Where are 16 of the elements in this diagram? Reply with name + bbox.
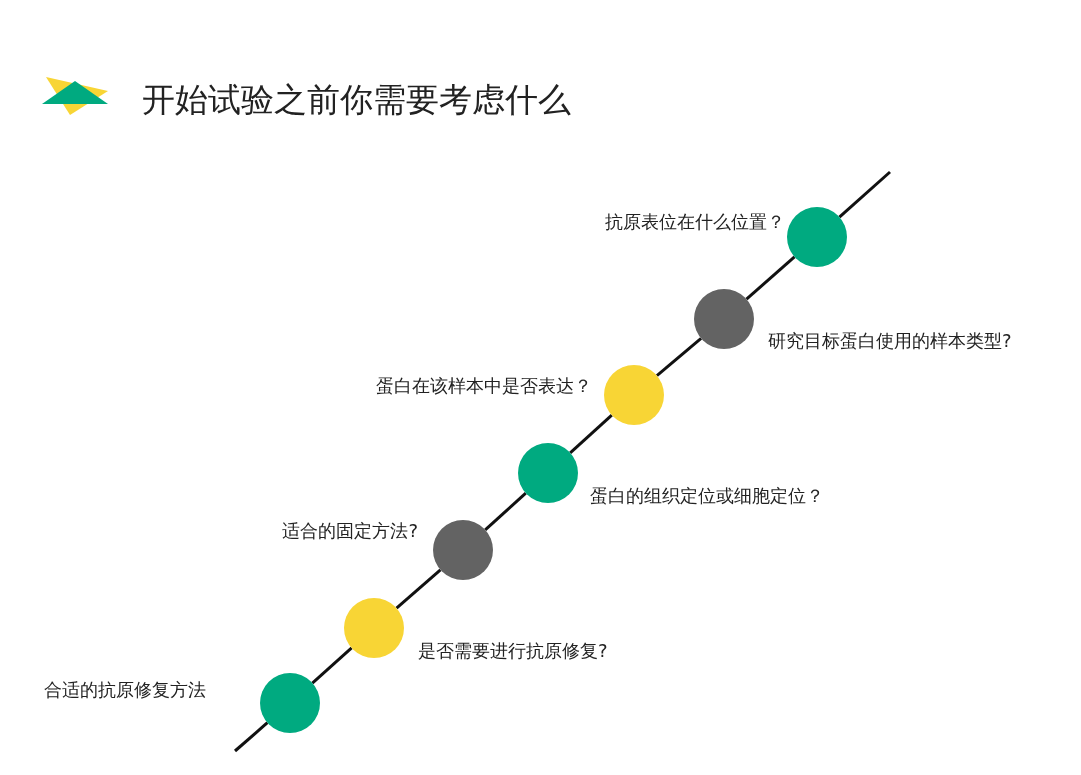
question-text: 合适的抗原修复方法 bbox=[44, 678, 206, 702]
question-text: 研究目标蛋白使用的样本类型? bbox=[768, 329, 1012, 353]
connector-line bbox=[311, 646, 353, 685]
question-text: 适合的固定方法? bbox=[282, 519, 418, 543]
connector-line bbox=[838, 170, 891, 219]
connector-line bbox=[655, 337, 703, 377]
connector-line bbox=[569, 414, 613, 454]
question-text: 蛋白的组织定位或细胞定位？ bbox=[590, 484, 824, 508]
question-text: 蛋白在该样本中是否表达？ bbox=[376, 374, 592, 398]
connector-line bbox=[234, 721, 269, 753]
question-text: 是否需要进行抗原修复? bbox=[418, 639, 608, 663]
connector-line bbox=[484, 492, 527, 531]
connector-line bbox=[745, 255, 796, 301]
title: 开始试验之前你需要考虑什么 bbox=[142, 79, 571, 121]
question-text: 抗原表位在什么位置？ bbox=[605, 210, 785, 234]
connector-line bbox=[395, 568, 442, 610]
